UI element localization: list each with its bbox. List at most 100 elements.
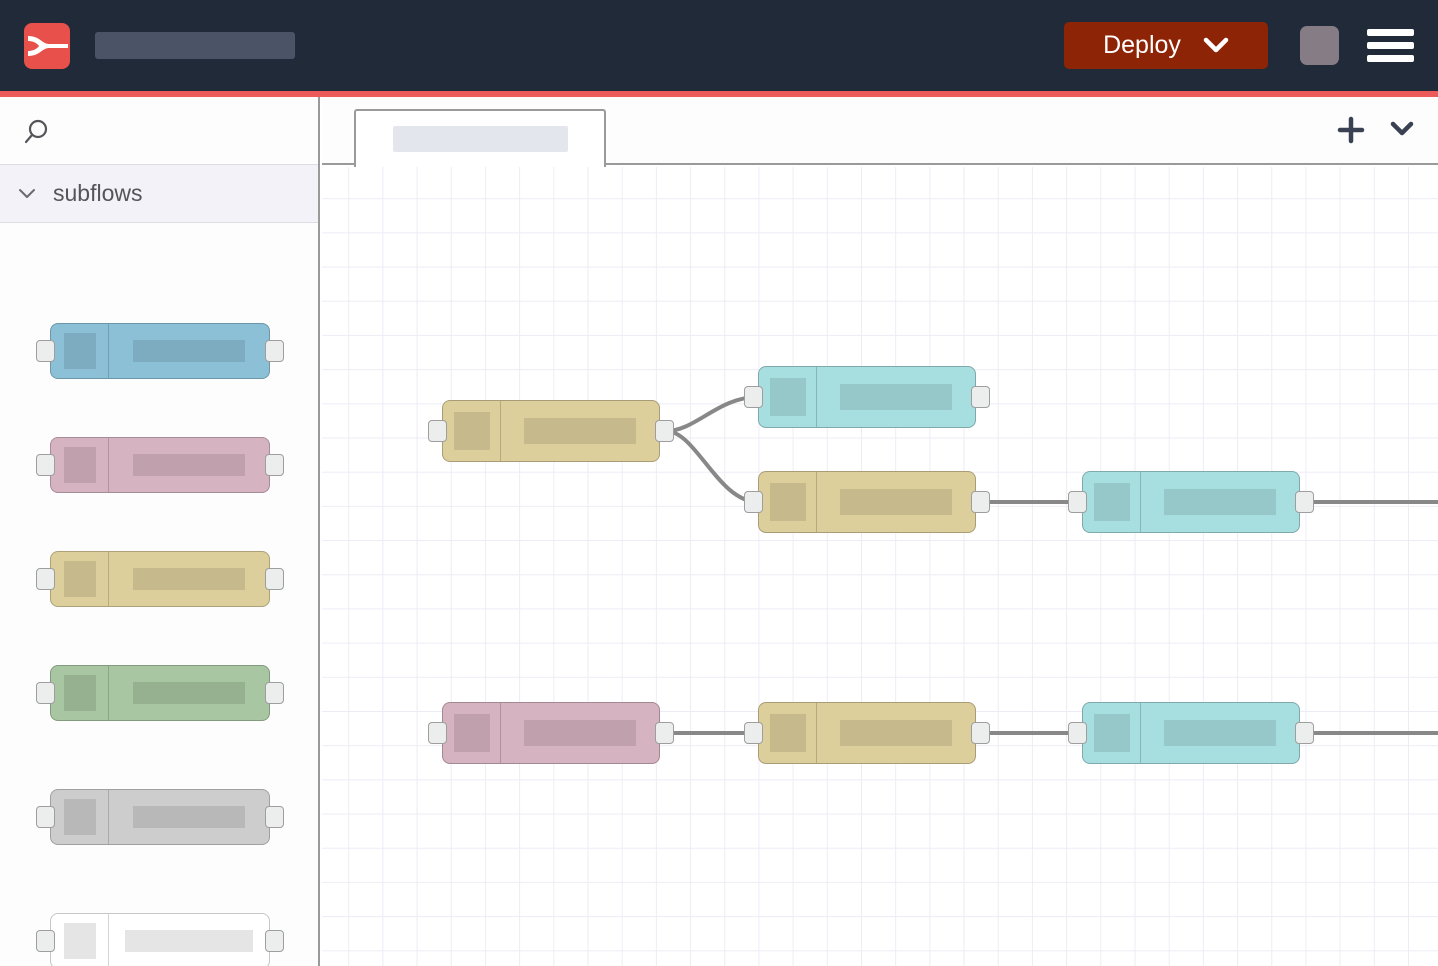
flow-node-body bbox=[442, 400, 660, 462]
flow-node-port-in[interactable] bbox=[744, 386, 763, 408]
palette-node-icon-cell bbox=[51, 552, 109, 606]
palette-node-5[interactable] bbox=[36, 789, 284, 845]
flow-node-pink[interactable] bbox=[428, 702, 674, 764]
chevron-down-icon bbox=[16, 187, 38, 200]
palette-category-label: subflows bbox=[53, 180, 143, 206]
palette-node-icon-cell bbox=[51, 914, 109, 966]
flow-node-icon-cell bbox=[759, 367, 817, 427]
flow-node-body bbox=[1082, 471, 1300, 533]
palette-node-3[interactable] bbox=[36, 551, 284, 607]
hamburger-menu-icon[interactable] bbox=[1367, 29, 1414, 62]
flow-node-icon bbox=[769, 714, 806, 752]
palette-node-4[interactable] bbox=[36, 665, 284, 721]
flow-node-body bbox=[1082, 702, 1300, 764]
palette-node-port-in[interactable] bbox=[36, 930, 55, 952]
flow-node-cyan-1[interactable] bbox=[744, 366, 990, 428]
flow-node-cyan-2[interactable] bbox=[1068, 471, 1314, 533]
hamburger-line bbox=[1367, 55, 1414, 62]
palette-node-port-in[interactable] bbox=[36, 454, 55, 476]
flow-node-icon-cell bbox=[1083, 472, 1141, 532]
deploy-button-label: Deploy bbox=[1103, 31, 1181, 59]
node-red-logo-icon[interactable] bbox=[24, 23, 70, 69]
avatar[interactable] bbox=[1300, 26, 1339, 65]
canvas-area bbox=[322, 97, 1438, 966]
flow-node-label bbox=[1164, 720, 1276, 746]
palette-node-body bbox=[50, 665, 270, 721]
palette-node-body bbox=[50, 551, 270, 607]
palette-category-subflows[interactable]: subflows bbox=[0, 165, 318, 223]
palette-node-port-out[interactable] bbox=[265, 340, 284, 362]
palette-node-1[interactable] bbox=[36, 323, 284, 379]
palette-node-icon-cell bbox=[51, 790, 109, 844]
flow-canvas-grid[interactable] bbox=[322, 167, 1438, 966]
flow-node-port-in[interactable] bbox=[428, 420, 447, 442]
flow-node-port-out[interactable] bbox=[971, 722, 990, 744]
flow-node-body bbox=[758, 471, 976, 533]
flow-tab-1[interactable] bbox=[354, 109, 606, 167]
palette-node-label-cell bbox=[109, 790, 269, 844]
palette-node-port-in[interactable] bbox=[36, 568, 55, 590]
palette-sidebar: subflows bbox=[0, 97, 320, 966]
flow-node-icon-cell bbox=[1083, 703, 1141, 763]
flow-node-body bbox=[758, 702, 976, 764]
flow-node-tan-3[interactable] bbox=[744, 702, 990, 764]
palette-node-icon bbox=[63, 561, 96, 597]
palette-node-label-cell bbox=[109, 552, 269, 606]
flow-node-port-out[interactable] bbox=[1295, 722, 1314, 744]
flow-node-label-cell bbox=[501, 401, 659, 461]
palette-node-port-in[interactable] bbox=[36, 806, 55, 828]
palette-node-label bbox=[133, 682, 245, 704]
header-accent-stripe bbox=[0, 91, 1438, 97]
palette-node-label-cell bbox=[109, 666, 269, 720]
flow-node-icon bbox=[1093, 714, 1130, 752]
flow-node-port-out[interactable] bbox=[655, 722, 674, 744]
flow-node-port-in[interactable] bbox=[1068, 722, 1087, 744]
palette-node-label-cell bbox=[109, 324, 269, 378]
palette-node-icon bbox=[63, 799, 96, 835]
flow-node-icon bbox=[1093, 483, 1130, 521]
flow-node-label bbox=[840, 384, 952, 410]
palette-node-6[interactable] bbox=[36, 913, 284, 966]
plus-icon[interactable] bbox=[1336, 115, 1366, 150]
flow-node-label-cell bbox=[1141, 472, 1299, 532]
flow-node-icon-cell bbox=[443, 401, 501, 461]
flow-node-label-cell bbox=[501, 703, 659, 763]
flow-node-port-out[interactable] bbox=[1295, 491, 1314, 513]
palette-node-port-out[interactable] bbox=[265, 568, 284, 590]
palette-node-icon bbox=[63, 675, 96, 711]
flow-node-body bbox=[758, 366, 976, 428]
palette-node-port-in[interactable] bbox=[36, 340, 55, 362]
palette-node-port-out[interactable] bbox=[265, 930, 284, 952]
flow-node-port-out[interactable] bbox=[655, 420, 674, 442]
palette-node-icon-cell bbox=[51, 324, 109, 378]
flow-node-tan-2[interactable] bbox=[744, 471, 990, 533]
palette-node-2[interactable] bbox=[36, 437, 284, 493]
palette-node-body bbox=[50, 789, 270, 845]
flow-node-inject[interactable] bbox=[428, 400, 674, 462]
flow-node-cyan-3[interactable] bbox=[1068, 702, 1314, 764]
deploy-button[interactable]: Deploy bbox=[1064, 22, 1268, 69]
palette-search-bar[interactable] bbox=[0, 97, 318, 165]
flow-node-label bbox=[1164, 489, 1276, 515]
flow-node-label bbox=[840, 489, 952, 515]
palette-node-port-out[interactable] bbox=[265, 806, 284, 828]
flow-node-port-out[interactable] bbox=[971, 491, 990, 513]
tab-menu-chevron-down-icon[interactable] bbox=[1388, 117, 1416, 144]
palette-node-label-cell bbox=[109, 914, 269, 966]
flow-node-port-in[interactable] bbox=[1068, 491, 1087, 513]
palette-node-body bbox=[50, 323, 270, 379]
flow-node-icon-cell bbox=[443, 703, 501, 763]
palette-node-port-out[interactable] bbox=[265, 682, 284, 704]
flow-node-port-out[interactable] bbox=[971, 386, 990, 408]
palette-node-icon-cell bbox=[51, 438, 109, 492]
search-icon[interactable] bbox=[22, 118, 50, 151]
palette-node-body bbox=[50, 913, 270, 966]
palette-node-label bbox=[133, 454, 245, 476]
flow-node-port-in[interactable] bbox=[744, 722, 763, 744]
flow-node-label bbox=[840, 720, 952, 746]
flow-node-port-in[interactable] bbox=[744, 491, 763, 513]
palette-node-port-out[interactable] bbox=[265, 454, 284, 476]
flow-node-port-in[interactable] bbox=[428, 722, 447, 744]
palette-node-port-in[interactable] bbox=[36, 682, 55, 704]
flow-tab-bar bbox=[322, 97, 1438, 167]
